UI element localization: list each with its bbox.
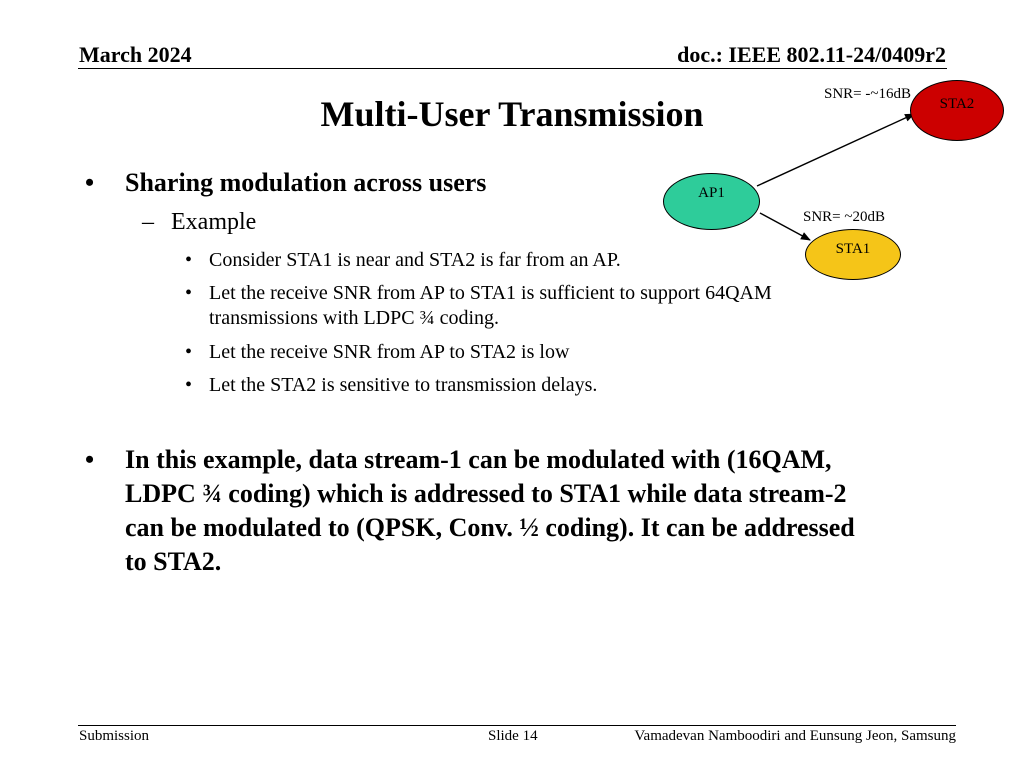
list-item-text: Let the receive SNR from AP to STA2 is l… [209,341,570,363]
link-ap-sta1-arrow [759,212,811,241]
list-item-text: Let the STA2 is sensitive to transmissio… [209,374,598,396]
sub-bullet-example: – Example [142,209,257,236]
node-sta2-label: STA2 [939,96,975,112]
bullet-mark: • [85,445,95,474]
header-date: March 2024 [79,42,192,67]
bullet-text: Sharing modulation across users [125,168,487,197]
list-item-snr-sta1: • Let the receive SNR from AP to STA1 is… [185,281,772,331]
list-item-snr-sta2: • Let the receive SNR from AP to STA2 is… [185,340,570,365]
bullet-line-2: LDPC ¾ coding) which is addressed to STA… [125,479,847,508]
header-divider [78,68,947,69]
list-item-text: Consider STA1 is near and STA2 is far fr… [209,249,621,271]
bullet-mark: • [185,374,193,396]
list-item-text-line1: Let the receive SNR from AP to STA1 is s… [209,282,772,304]
node-sta1: STA1 [805,229,901,280]
bullet-mark: • [185,341,193,363]
bullet-mark: • [85,168,95,197]
bullet-example-conclusion: • In this example, data stream-1 can be … [85,443,935,579]
node-ap1-label: AP1 [698,185,725,201]
footer-slide-number: Slide 14 [488,728,538,744]
dash-mark: – [142,209,154,235]
bullet-mark: • [185,282,193,304]
footer-authors: Vamadevan Namboodiri and Eunsung Jeon, S… [634,728,956,744]
snr-sta2-label: SNR= -~16dB [824,86,912,102]
bullet-line-3: can be modulated to (QPSK, Conv. ½ codin… [125,513,855,542]
slide-title: Multi-User Transmission [320,94,704,134]
sub-bullet-text: Example [171,209,257,235]
header-doc-id: doc.: IEEE 802.11-24/0409r2 [677,42,946,67]
list-item-text-line2: transmissions with LDPC ¾ coding. [209,307,500,329]
node-sta2: STA2 [910,80,1004,141]
link-ap-sta2-arrow [756,113,915,187]
bullet-mark: • [185,249,193,271]
bullet-sharing-modulation: • Sharing modulation across users [85,168,487,198]
node-ap1: AP1 [663,173,760,230]
node-sta1-label: STA1 [835,241,871,257]
snr-sta1-label: SNR= ~20dB [803,209,886,225]
bullet-line-1: In this example, data stream-1 can be mo… [125,445,832,474]
list-item-consider: • Consider STA1 is near and STA2 is far … [185,248,621,273]
bullet-line-4: to STA2. [125,547,222,576]
list-item-delay: • Let the STA2 is sensitive to transmiss… [185,373,598,398]
footer-submission: Submission [79,728,150,744]
footer-divider [78,725,956,726]
